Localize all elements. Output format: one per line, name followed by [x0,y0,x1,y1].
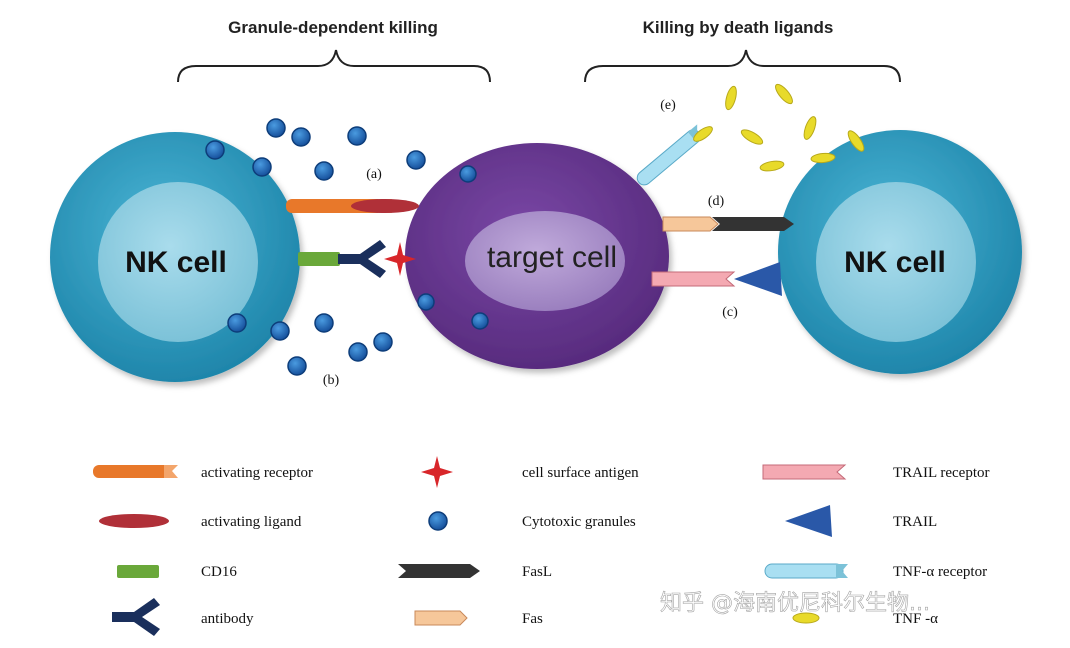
cytotoxic-granules-group [205,118,489,376]
trail-diagram [734,262,782,296]
legend-fasl-label: FasL [522,564,552,580]
legend-cytotoxic-granules: Cytotoxic granules [428,511,636,531]
granule [287,356,307,376]
granule [471,312,489,330]
target-cell [405,143,669,369]
legend-trail-receptor-label: TRAIL receptor [893,465,989,481]
legend-antibody-label: antibody [201,611,254,627]
legend-cd16: CD16 [117,564,237,580]
activating-ligand-diagram [351,199,419,213]
granule [417,293,435,311]
fas-diagram [662,216,719,232]
legend-activating-ligand: activating ligand [99,514,302,530]
legend-trail-receptor: TRAIL receptor [762,464,989,481]
legend-tnf-label: TNF -α [893,611,938,627]
fasl-diagram [712,217,794,231]
legend-activating-receptor-label: activating receptor [201,465,313,481]
cd16-diagram [298,252,340,266]
legend-cd16-label: CD16 [201,564,237,580]
tnf-molecule [693,126,713,142]
granule [314,313,334,333]
label-e: (e) [660,98,676,113]
target-cell-label: target cell [487,241,617,274]
granule [291,127,311,147]
granule [205,140,225,160]
granule [373,332,393,352]
nk-cell-right [778,130,1022,374]
legend-fas: Fas [414,610,543,627]
legend-tnf-receptor-label: TNF-α receptor [893,564,987,580]
legend-tnf-receptor: TNF-α receptor [764,563,987,580]
antibody-diagram [338,240,386,278]
label-b: (b) [323,373,340,388]
legend-activating-ligand-label: activating ligand [201,514,302,530]
tnf-molecule [810,152,836,164]
nk-cell-right-label: NK cell [844,246,946,279]
granule [266,118,286,138]
brace-left [177,49,491,83]
granule [227,313,247,333]
tnf-molecule [740,129,764,145]
label-c: (c) [722,305,738,320]
brace-right [584,49,901,83]
tnf-molecules-group [693,83,865,172]
granule [347,126,367,146]
legend-cell-surface-antigen: cell surface antigen [421,456,639,488]
tnf-molecule [759,160,785,172]
legend-activating-receptor: activating receptor [93,465,313,481]
title-granule-dependent-killing: Granule-dependent killing [228,18,438,37]
tnf-receptor-diagram [636,124,707,186]
legend-antibody: antibody [112,598,254,636]
trail-receptor-diagram [651,271,736,287]
legend-trail-label: TRAIL [893,514,937,530]
nk-cell-left-label: NK cell [125,246,227,279]
tnf-molecule [775,83,793,105]
legend-fasl: FasL [398,564,552,580]
label-a: (a) [366,167,382,182]
tnf-molecule [725,85,737,111]
title-killing-by-death-ligands: Killing by death ligands [643,18,834,37]
tnf-molecule [803,116,817,140]
watermark: 知乎 @海南优尼科尔生物... [660,591,930,616]
granule [270,321,290,341]
tnf-molecule [847,130,865,152]
granule [314,161,334,181]
legend-tnf: TNF -α [792,611,938,627]
antigen-diagram [384,242,416,276]
legend: activating receptor activating ligand CD… [93,456,989,636]
legend-fas-label: Fas [522,611,543,627]
legend-cytotoxic-granules-label: Cytotoxic granules [522,514,636,530]
label-d: (d) [708,194,725,209]
granule [348,342,368,362]
legend-trail: TRAIL [785,505,937,537]
granule [406,150,426,170]
granule [252,157,272,177]
legend-cell-surface-antigen-label: cell surface antigen [522,465,639,481]
granule [459,165,477,183]
